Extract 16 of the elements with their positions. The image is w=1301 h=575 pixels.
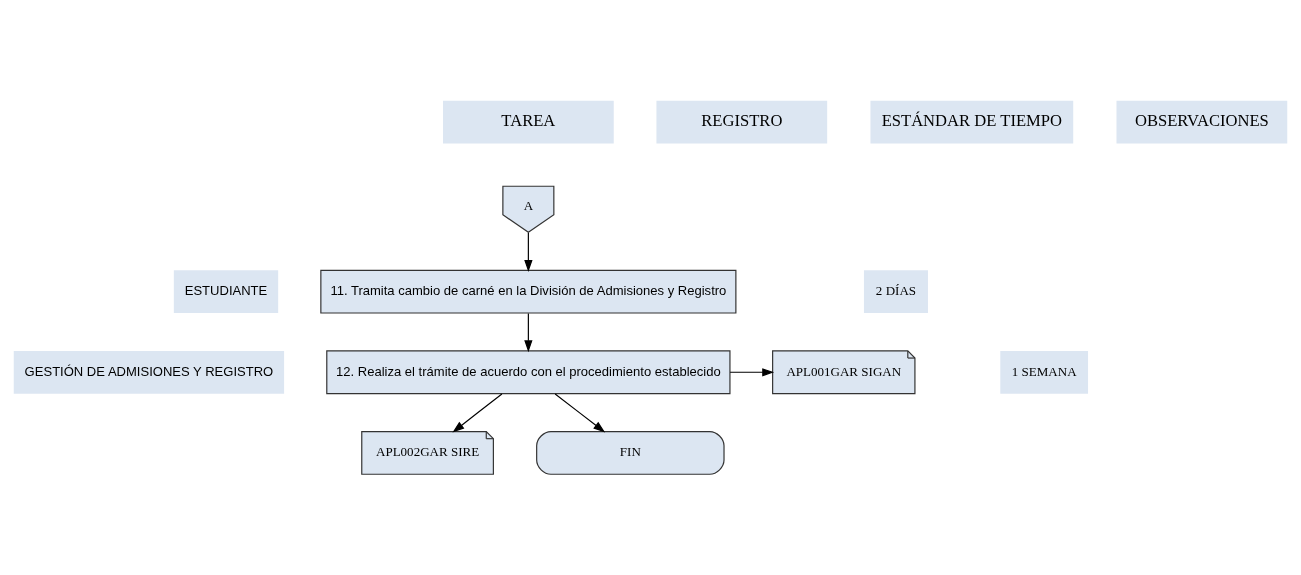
label: TAREA (501, 111, 556, 131)
label: ESTÁNDAR DE TIEMPO (881, 111, 1063, 131)
node-box: 11. Tramita cambio de carné en la División de Admisiones y Registro (320, 269, 737, 314)
arrow (452, 393, 503, 433)
arrow (524, 312, 533, 353)
label: 2 DÍAS (875, 282, 917, 298)
label: 1 SEMANA (1011, 363, 1077, 379)
node-box: 12. Realiza el trámite de acuerdo con el procedimiento establecido (326, 350, 731, 395)
arrow (729, 368, 775, 377)
label: OBSERVACIONES (1134, 111, 1269, 131)
arrow (554, 393, 606, 433)
node-box: FIN (536, 430, 725, 475)
label: ESTUDIANTE (184, 282, 268, 298)
label: GESTIÓN DE ADMISIONES Y REGISTRO (24, 363, 274, 379)
arrow (524, 232, 533, 272)
label: REGISTRO (701, 111, 783, 131)
